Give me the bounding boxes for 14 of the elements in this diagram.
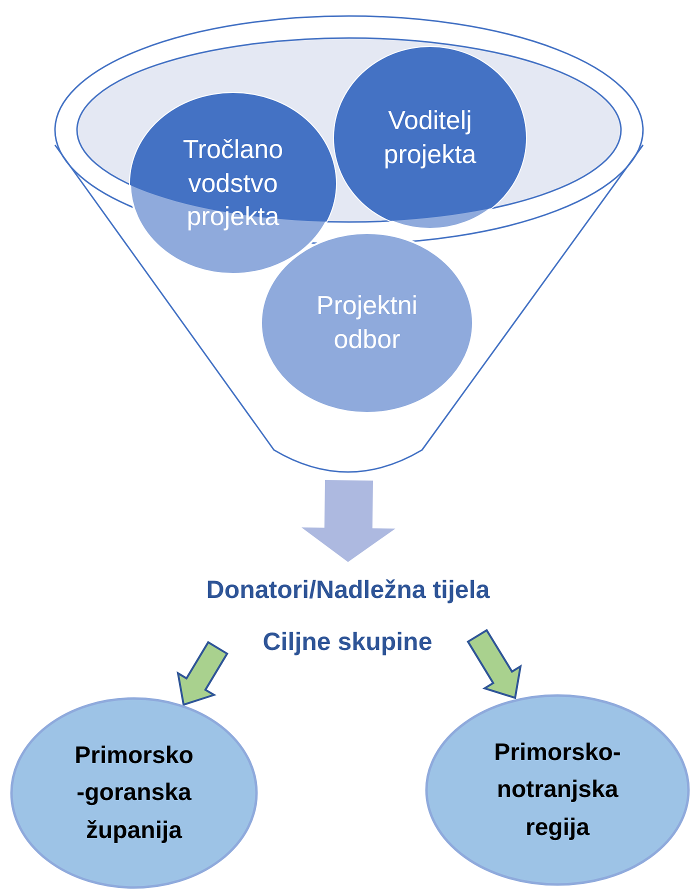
- region-ellipse: [10, 697, 258, 889]
- region-ellipse: [425, 694, 690, 886]
- heading-text: Donatori/Nadležna tijela: [206, 576, 490, 604]
- node-label: Voditelj projekta: [382, 104, 478, 171]
- block-arrow: [301, 480, 396, 562]
- node-label: Projektni odbor: [315, 289, 419, 356]
- block-arrow: [176, 640, 228, 706]
- block-arrow: [466, 628, 522, 700]
- heading-text: Ciljne skupine: [262, 628, 432, 656]
- circle-node: [129, 92, 337, 275]
- circle-node: [333, 46, 527, 230]
- node-label: Primorsko -goranska županija: [74, 741, 194, 846]
- circle-node: [260, 232, 474, 414]
- node-label: Primorsko- notranjska regija: [493, 738, 622, 843]
